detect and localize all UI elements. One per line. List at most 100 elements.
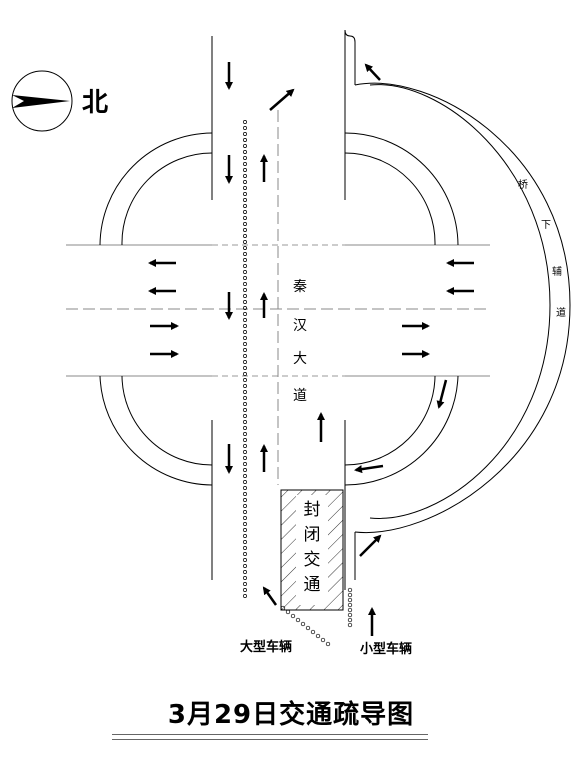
main-road-edges — [211, 30, 346, 590]
barrier-dot — [243, 324, 247, 328]
barrier-dot — [243, 144, 247, 148]
barrier-dot — [243, 270, 247, 274]
barrier-dot — [243, 402, 247, 406]
side-road-char: 道 — [556, 306, 566, 319]
barrier-dot — [243, 522, 247, 526]
barrier-dot — [243, 576, 247, 580]
barrier-dot — [243, 192, 247, 196]
barrier-dot — [243, 510, 247, 514]
barrier-dot — [243, 588, 247, 592]
barrier-dot — [243, 312, 247, 316]
barrier-dot — [243, 234, 247, 238]
barrier-dot — [243, 378, 247, 382]
barrier-dot — [243, 300, 247, 304]
barrier-dot — [243, 354, 247, 358]
barrier-dot — [243, 174, 247, 178]
diversion-dot — [347, 617, 353, 623]
barrier-dot — [243, 186, 247, 190]
barrier-dot — [243, 564, 247, 568]
barrier-dot — [243, 462, 247, 466]
barrier-dot — [243, 558, 247, 562]
barrier-dot — [243, 120, 247, 124]
barrier-dot — [243, 528, 247, 532]
barrier-dot — [243, 276, 247, 280]
diversion-dot — [295, 617, 301, 623]
barrier-dot — [243, 420, 247, 424]
side-road-char: 下 — [541, 220, 551, 231]
barrier-dot — [243, 330, 247, 334]
barrier-dot — [243, 390, 247, 394]
barrier-dot — [243, 408, 247, 412]
diversion-dot — [310, 629, 316, 635]
barrier-dot — [243, 480, 247, 484]
barrier-dot — [243, 516, 247, 520]
barrier-dot — [243, 468, 247, 472]
diversion-dot — [280, 605, 286, 611]
barrier-dot — [243, 282, 247, 286]
diversion-dot — [347, 602, 353, 608]
barrier-dot — [243, 222, 247, 226]
barrier-dot — [243, 456, 247, 460]
barrier-dot — [243, 318, 247, 322]
barrier-dot — [243, 492, 247, 496]
barrier-dot — [243, 246, 247, 250]
road-name-char: 汉 — [293, 318, 307, 334]
barrier-dot — [243, 396, 247, 400]
barrier-dot — [243, 342, 247, 346]
dotted-barrier-line — [243, 120, 247, 598]
barrier-dot — [243, 348, 247, 352]
side-road-char: 桥 — [518, 179, 528, 191]
barrier-dot — [243, 228, 247, 232]
barrier-dot — [243, 432, 247, 436]
diversion-dot — [320, 637, 326, 643]
direction-arrow — [262, 586, 278, 606]
direction-arrow — [269, 88, 295, 111]
compass: 北 — [11, 70, 108, 132]
diversion-dot — [285, 609, 291, 615]
barrier-dot — [243, 210, 247, 214]
barrier-dot — [243, 384, 247, 388]
closed-zone-char: 通 — [304, 575, 321, 595]
closed-zone-char: 闭 — [304, 525, 321, 545]
side-road-char: 辅 — [552, 265, 562, 278]
barrier-dot — [243, 486, 247, 490]
barrier-dot — [243, 444, 247, 448]
barrier-dot — [243, 168, 247, 172]
barrier-dot — [243, 150, 247, 154]
diversion-dot — [347, 592, 353, 598]
diversion-dot — [347, 587, 353, 593]
barrier-dot — [243, 216, 247, 220]
diversion-dot — [305, 625, 311, 631]
road-name-char: 秦 — [293, 279, 307, 295]
barrier-dot — [243, 198, 247, 202]
side-road — [344, 29, 571, 580]
road-name-char: 道 — [293, 388, 307, 404]
cloverleaf-ramps — [99, 132, 459, 486]
road-name-char: 大 — [293, 351, 307, 367]
large-vehicle-label: 大型车辆 — [240, 639, 292, 655]
barrier-dot — [243, 414, 247, 418]
barrier-dot — [243, 180, 247, 184]
barrier-dot — [243, 288, 247, 292]
barrier-dot — [243, 204, 247, 208]
compass-arrow-icon — [12, 95, 70, 108]
diversion-dot — [325, 641, 331, 647]
barrier-dot — [243, 450, 247, 454]
barrier-dot — [243, 264, 247, 268]
barrier-dot — [243, 504, 247, 508]
barrier-dot — [243, 546, 247, 550]
page-title: 3月29日交通疏导图 — [167, 700, 415, 730]
barrier-dot — [243, 498, 247, 502]
barrier-dot — [243, 162, 247, 166]
diversion-dot — [347, 622, 353, 628]
direction-arrow — [359, 534, 382, 557]
barrier-dot — [243, 570, 247, 574]
diversion-dot — [300, 621, 306, 627]
barrier-dot — [243, 438, 247, 442]
barrier-dot — [243, 474, 247, 478]
north-label: 北 — [82, 88, 108, 118]
barrier-dot — [243, 138, 247, 142]
